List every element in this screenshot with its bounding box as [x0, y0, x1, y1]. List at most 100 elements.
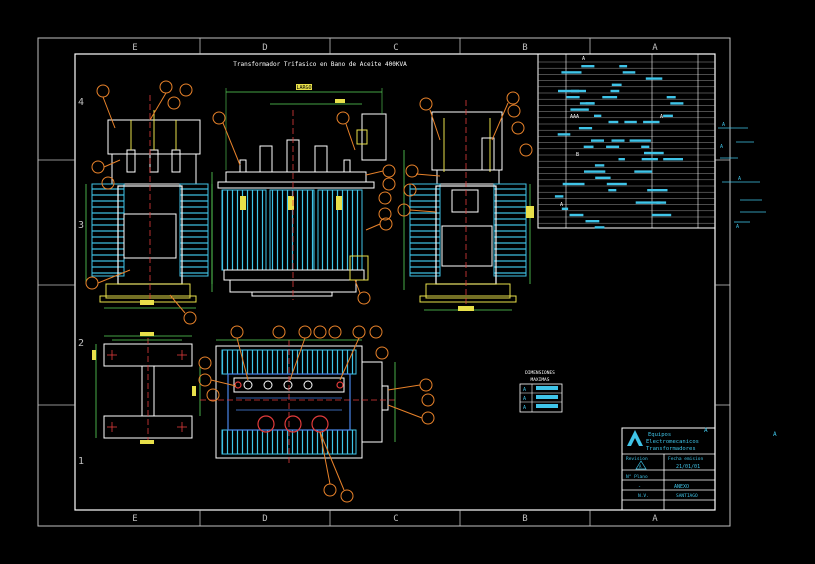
base-section-view [92, 332, 201, 445]
table-label-a-top: A [582, 56, 585, 62]
row-label-4: 4 [78, 97, 84, 108]
table-entry [585, 220, 600, 223]
margin-mark-3: A [738, 176, 741, 182]
dim-row-1: A [523, 387, 526, 393]
callouts-right-view [397, 91, 533, 217]
table-entry [583, 145, 594, 148]
loose-mark-2: A [773, 431, 777, 438]
col-label-c: C [393, 43, 398, 53]
loose-marks: A A [704, 427, 777, 438]
margin-mark-2: A [720, 144, 723, 150]
table-entry [611, 83, 622, 86]
date-label: Fecha emision [668, 456, 704, 462]
table-entry [561, 71, 582, 74]
callouts-plan-view [198, 325, 435, 503]
loose-mark-1: A [704, 427, 708, 434]
table-entry [570, 108, 589, 111]
table-entry [619, 65, 628, 68]
table-entry [578, 127, 593, 130]
table-entry [606, 182, 627, 186]
table-label-aaa: AAA [570, 114, 579, 120]
table-entry [610, 89, 620, 93]
table-entry [644, 151, 664, 155]
scale-label: N.V. [638, 493, 649, 499]
table-entry [608, 189, 617, 192]
table-entry [594, 164, 605, 167]
table-entry [595, 176, 611, 179]
border-grid [38, 38, 730, 526]
border-letters-bottom: E D C B A [132, 514, 658, 524]
col-label-a: A [652, 43, 658, 53]
border-letters-top: E D C B A [132, 43, 658, 53]
table-entry [554, 195, 564, 198]
table-entry [569, 213, 584, 217]
table-entry [562, 182, 585, 186]
revision-symbol: A [639, 464, 642, 469]
col-label-b-bottom: B [522, 514, 527, 524]
drawing-title: Transformador Trifasico en Bano de Aceit… [233, 61, 407, 68]
table-entry [634, 170, 653, 173]
table-entry [629, 139, 651, 142]
table-entry [622, 71, 636, 74]
table-label-a-low: A [560, 202, 563, 208]
col-label-a-bottom: A [652, 514, 658, 524]
table-entry [594, 226, 605, 229]
table-entry [643, 120, 660, 124]
col-label-b: B [522, 43, 527, 53]
row-label-3: 3 [78, 220, 84, 231]
table-entry [557, 133, 571, 136]
dimensions-title-2: MAXIMAS [531, 377, 550, 383]
code-value: ANEXO [674, 484, 689, 490]
table-entry [635, 201, 653, 204]
table-entry [566, 96, 580, 99]
col-label-d: D [262, 43, 267, 53]
margin-mark-4: A [736, 224, 739, 230]
table-label-a-mid: A [660, 114, 663, 120]
table-entry [611, 139, 625, 142]
table-entry [670, 102, 684, 105]
margin-marks: A A A A [720, 122, 741, 230]
dimensions-title-1: DIMENSIONES [525, 370, 555, 376]
revision-triangle-icon [635, 460, 647, 470]
table-entry [606, 145, 620, 148]
dimensions-max-box: DIMENSIONES MAXIMAS A A A [519, 370, 563, 413]
dim-row-2: A [523, 396, 526, 402]
front-width-label: LARGO [296, 85, 311, 91]
table-entry [647, 189, 668, 192]
table-entry [561, 207, 569, 210]
company-line-1: Equipos [648, 432, 671, 438]
table-entry [645, 77, 663, 80]
date-value: 21/01/01 [676, 464, 700, 470]
row-label-2: 2 [78, 338, 84, 349]
col-label-e: E [132, 43, 137, 53]
spec-table: A AAA A B A [537, 53, 716, 229]
spec-table-gridlines [538, 61, 715, 224]
table-label-b: B [576, 152, 579, 158]
table-entry [579, 102, 595, 105]
title-block: Equipos Electromecanicos Transformadores… [621, 427, 716, 511]
margin-annotations [718, 127, 766, 223]
outer-border [37, 37, 731, 527]
company-line-2: Electromecanicos [646, 439, 699, 445]
spec-table-entries [554, 65, 684, 229]
table-entry [558, 89, 579, 93]
table-entry [663, 158, 683, 161]
table-entry [651, 213, 672, 217]
table-entry [581, 65, 595, 68]
plan-view [200, 339, 396, 465]
table-entry [651, 201, 661, 204]
table-entry [641, 158, 658, 161]
table-entry [618, 158, 625, 161]
company-line-3: Transformadores [646, 446, 696, 452]
table-entry [663, 114, 673, 117]
row-label-1: 1 [78, 456, 84, 467]
table-entry [608, 120, 619, 124]
front-view: LARGO [211, 84, 387, 300]
table-entry [656, 201, 667, 204]
plan-label: N° Plano [626, 474, 648, 480]
sheet-value: SANTIAGO [676, 493, 698, 499]
table-entry [666, 96, 676, 99]
table-entry [591, 139, 604, 142]
plan-value: - [638, 484, 641, 490]
